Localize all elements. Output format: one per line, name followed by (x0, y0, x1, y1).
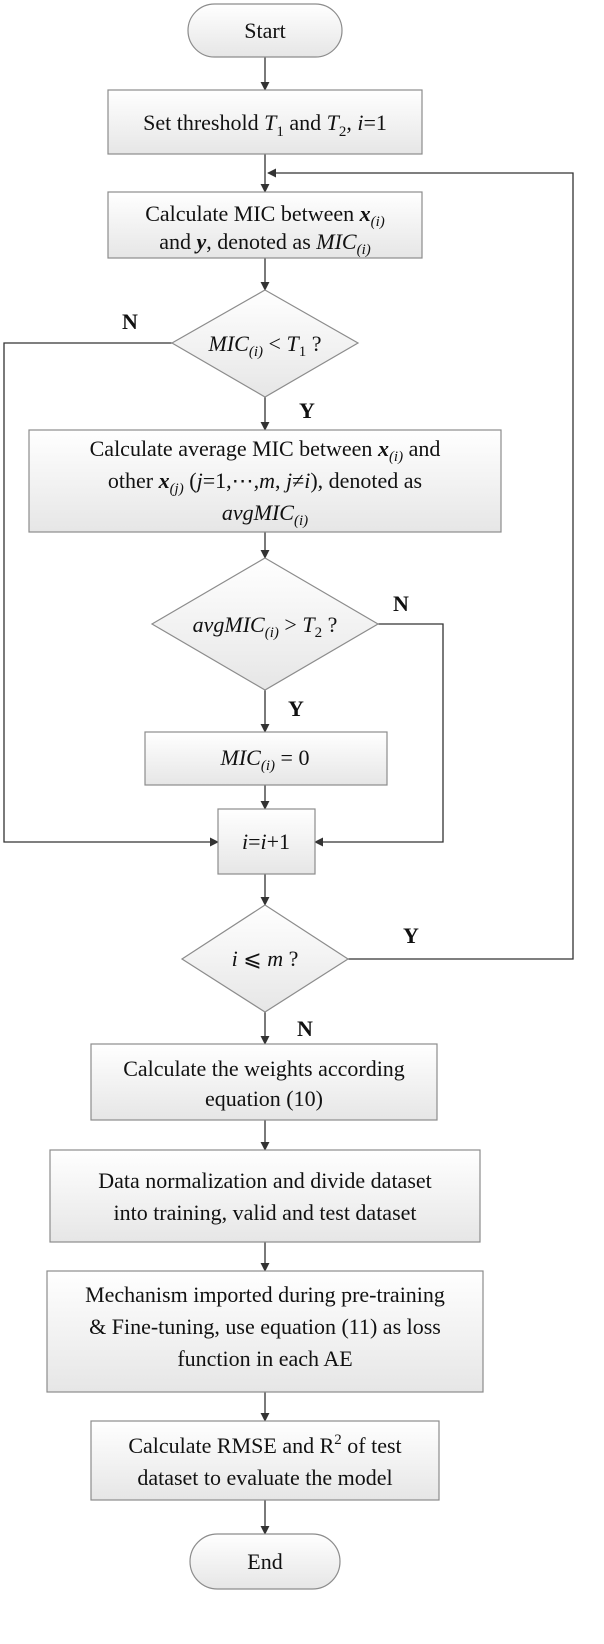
set-mic-zero-box: MIC(i) = 0 (144, 731, 388, 786)
calc-mic-box: Calculate MIC between x(i) and y, denote… (107, 191, 423, 259)
label-m-no: N (297, 1016, 313, 1041)
edge-decision-avg-no (314, 623, 444, 847)
edge-decision-mic-no (3, 342, 219, 847)
connectors (3, 57, 574, 1535)
decision-mic-text: MIC(i) < T1 ? (208, 331, 322, 360)
calc-avg-line1: Calculate average MIC between x(i) and (90, 436, 441, 465)
normalize-line2: into training, valid and test dataset (113, 1200, 416, 1225)
set-threshold-text: Set threshold T1 and T2, i=1 (143, 110, 387, 140)
set-mic-zero-text: MIC(i) = 0 (220, 745, 310, 774)
label-mic-no: N (122, 309, 138, 334)
end-terminal: End (189, 1533, 341, 1590)
decision-avg-text: avgMIC(i) > T2 ? (193, 612, 338, 641)
calc-mic-line1: Calculate MIC between x(i) (145, 201, 385, 230)
label-m-yes: Y (403, 923, 419, 948)
label-avg-no: N (393, 591, 409, 616)
start-terminal: Start (187, 3, 343, 58)
evaluate-line2: dataset to evaluate the model (137, 1465, 392, 1490)
label-mic-yes: Y (299, 398, 315, 423)
decision-m-text: i ⩽ m ? (232, 946, 299, 971)
increment-text: i=i+1 (242, 829, 290, 854)
start-label: Start (244, 18, 286, 43)
mechanism-line1: Mechanism imported during pre-training (85, 1282, 445, 1307)
calc-weights-box: Calculate the weights according equation… (90, 1043, 438, 1121)
normalize-line1: Data normalization and divide dataset (98, 1168, 432, 1193)
label-avg-yes: Y (288, 696, 304, 721)
calc-avg-line3: avgMIC(i) (222, 500, 308, 529)
increment-box: i=i+1 (217, 808, 316, 875)
calc-avg-line2: other x(j) (j=1,⋯,m, j≠i), denoted as (108, 468, 422, 497)
end-label: End (247, 1549, 282, 1574)
decision-mic-threshold: MIC(i) < T1 ? (170, 289, 360, 398)
evaluate-line1: Calculate RMSE and R2 of test (128, 1432, 401, 1458)
mechanism-line3: function in each AE (177, 1346, 352, 1371)
mechanism-line2: & Fine-tuning, use equation (11) as loss (89, 1314, 441, 1339)
decision-avg-threshold: avgMIC(i) > T2 ? (150, 557, 380, 691)
mechanism-box: Mechanism imported during pre-training &… (46, 1270, 484, 1393)
set-threshold-box: Set threshold T1 and T2, i=1 (107, 89, 423, 155)
calc-avg-mic-box: Calculate average MIC between x(i) and o… (28, 429, 502, 533)
normalize-box: Data normalization and divide dataset in… (49, 1149, 481, 1243)
evaluate-box: Calculate RMSE and R2 of test dataset to… (90, 1420, 440, 1501)
edge-decision-m-yes-loop (267, 168, 574, 960)
calc-weights-line2: equation (10) (205, 1086, 323, 1111)
calc-weights-line1: Calculate the weights according (123, 1056, 405, 1081)
calc-mic-line2: and y, denoted as MIC(i) (159, 229, 371, 258)
decision-loop-condition: i ⩽ m ? (180, 904, 350, 1013)
